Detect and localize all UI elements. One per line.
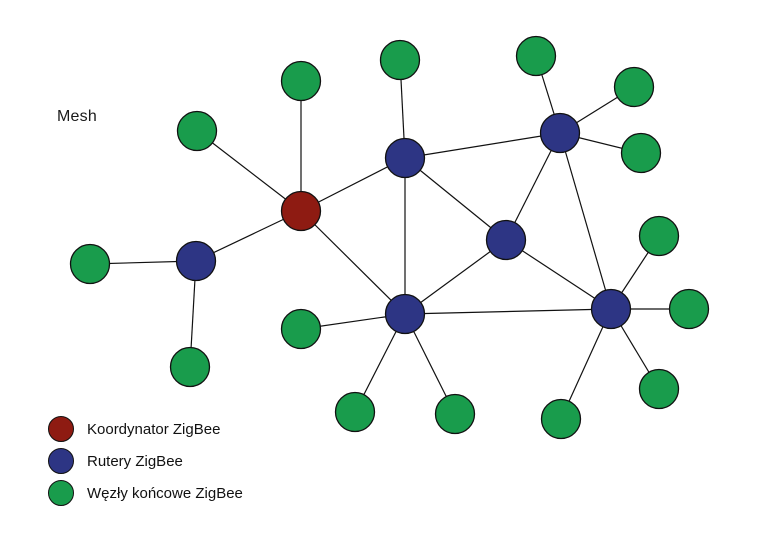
end-device-swatch-icon	[48, 480, 74, 506]
diagram-title: Mesh	[57, 108, 97, 125]
legend-item-router: Rutery ZigBee	[48, 448, 243, 474]
end-device-node	[515, 35, 557, 77]
end-device-node	[540, 398, 582, 440]
end-device-node	[668, 288, 710, 330]
legend: Koordynator ZigBee Rutery ZigBee Węzły k…	[48, 416, 243, 506]
network-link	[300, 210, 406, 315]
end-device-node	[69, 243, 111, 285]
end-device-node	[379, 39, 421, 81]
legend-label-end-device: Węzły końcowe ZigBee	[87, 484, 243, 502]
end-device-node	[169, 346, 211, 388]
router-swatch-icon	[48, 448, 74, 474]
network-link	[404, 239, 507, 315]
end-device-node	[334, 391, 376, 433]
router-node	[539, 112, 581, 154]
network-link	[505, 239, 612, 310]
end-device-node	[638, 215, 680, 257]
legend-label-coordinator: Koordynator ZigBee	[87, 420, 221, 438]
end-device-node	[280, 60, 322, 102]
end-device-node	[434, 393, 476, 435]
end-device-node	[613, 66, 655, 108]
network-link	[559, 132, 612, 310]
legend-item-end-device: Węzły końcowe ZigBee	[48, 480, 243, 506]
router-node	[384, 293, 426, 335]
end-device-node	[176, 110, 218, 152]
end-device-node	[638, 368, 680, 410]
network-link	[196, 130, 302, 212]
router-node	[485, 219, 527, 261]
end-device-node	[620, 132, 662, 174]
router-node	[384, 137, 426, 179]
network-link	[404, 157, 507, 241]
coordinator-swatch-icon	[48, 416, 74, 442]
end-device-node	[280, 308, 322, 350]
legend-item-coordinator: Koordynator ZigBee	[48, 416, 243, 442]
network-link	[404, 308, 612, 315]
router-node	[590, 288, 632, 330]
network-link	[404, 132, 561, 159]
coordinator-node	[280, 190, 322, 232]
legend-label-router: Rutery ZigBee	[87, 452, 183, 470]
router-node	[175, 240, 217, 282]
